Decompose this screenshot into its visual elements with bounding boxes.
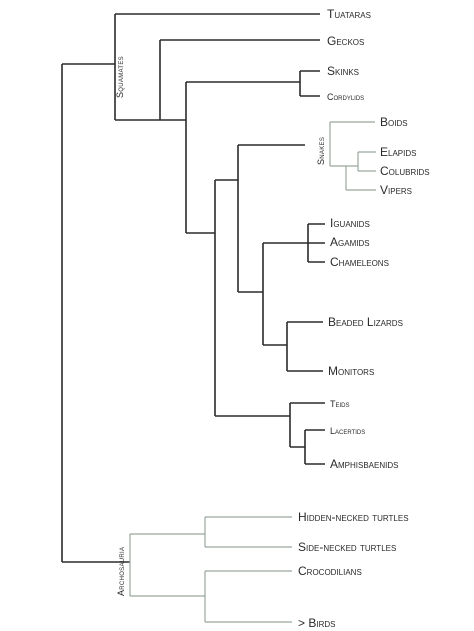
branch-geckos-node: [159, 39, 320, 121]
label-monitors: Monitors: [328, 364, 374, 378]
label-geckos: Geckos: [327, 34, 364, 48]
branch-lacertids-amphisbaenids: [304, 429, 325, 465]
branch-snakes: [329, 121, 375, 167]
clade-label-squamates: Squamates: [115, 56, 125, 98]
label-elapids: Elapids: [380, 145, 416, 159]
label-agamids: Agamids: [330, 235, 370, 249]
branch-elapids-colubrids: [357, 151, 376, 172]
label-colubrids: Colubrids: [380, 164, 430, 178]
label-amphisbaenids: Amphisbaenids: [330, 457, 398, 471]
branch-iguania: [307, 223, 325, 263]
label-vipers: Vipers: [380, 183, 412, 197]
branch-turtles: [204, 516, 292, 548]
label-tuataras: Tuataras: [327, 7, 371, 21]
branch-lacertoidea: [289, 402, 325, 448]
label-cordylids: Cordylids: [327, 92, 364, 102]
branch-squamates: [114, 13, 320, 121]
branch-toxicofera-node: [214, 179, 290, 417]
label-boids: Boids: [380, 115, 408, 129]
label-birds: > Birds: [298, 616, 335, 630]
branch-scincoidea-node: [185, 81, 300, 234]
branch-anguimorpha: [286, 321, 323, 372]
branch-skinks-cordylids: [299, 70, 320, 97]
clade-label-archosauria: Archosauria: [116, 547, 126, 596]
label-crocodilians: Crocodilians: [298, 564, 362, 578]
branch-root: [61, 63, 130, 563]
label-side-necked-turtles: Side-necked turtles: [298, 540, 396, 554]
clade-label-snakes: Snakes: [316, 137, 326, 165]
label-lacertids: Lacertids: [330, 426, 365, 436]
branch-iguania-anguimorpha-node: [262, 242, 308, 346]
label-beaded-lizards: Beaded Lizards: [328, 315, 403, 329]
branch-crocs-birds: [204, 570, 292, 623]
label-hidden-necked-turtles: Hidden-necked turtles: [298, 510, 409, 524]
branch-snakes-inner: [345, 165, 376, 191]
label-skinks: Skinks: [327, 64, 359, 78]
branch-snakes-iguania-node: [237, 144, 305, 293]
label-iguanids: Iguanids: [330, 216, 370, 230]
label-teids: Teids: [330, 399, 350, 409]
label-chameleons: Chameleons: [330, 255, 389, 269]
branch-archosauria: [129, 533, 205, 597]
